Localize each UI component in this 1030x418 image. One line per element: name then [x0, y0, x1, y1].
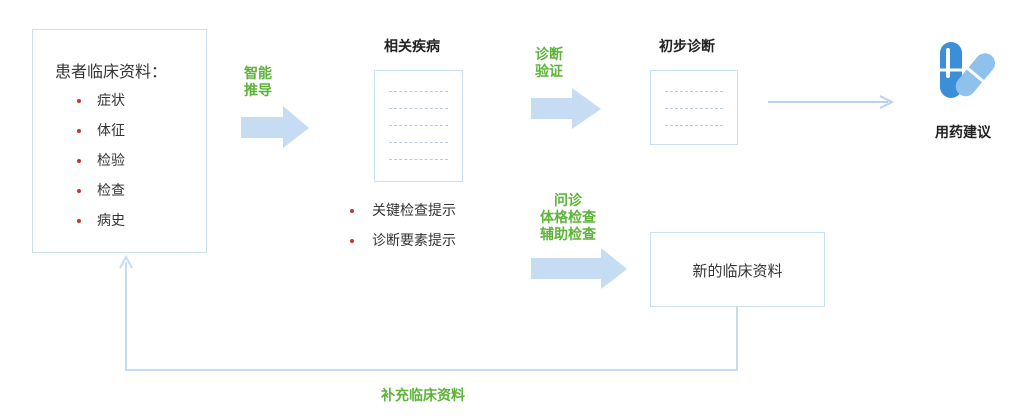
related-diseases-document [374, 70, 463, 182]
dash-line [665, 108, 723, 109]
feedback-loop-line [125, 262, 738, 371]
bullet-icon [77, 159, 81, 163]
bullet-icon [77, 219, 81, 223]
bullet-icon [77, 129, 81, 133]
related-diseases-hints: 关键检查提示 诊断要素提示 [350, 196, 456, 256]
dash-line [389, 91, 448, 92]
arrow-to-related-diseases [241, 106, 309, 148]
list-item: 诊断要素提示 [350, 226, 456, 256]
new-clinical-box: 新的临床资料 [650, 232, 825, 307]
dash-line [665, 125, 723, 126]
new-clinical-label: 新的临床资料 [692, 262, 783, 280]
dash-line [389, 142, 448, 143]
dash-line [389, 108, 448, 109]
bullet-icon [350, 239, 354, 243]
medication-label: 用药建议 [935, 125, 991, 141]
list-item: 检验 [77, 146, 125, 176]
preliminary-diagnosis-document [650, 70, 738, 145]
inquiry-exam-label: 问诊 体格检查 辅助检查 [540, 193, 596, 243]
preliminary-diagnosis-title: 初步诊断 [659, 39, 715, 55]
patient-box-title: 患者临床资料： [55, 62, 168, 81]
supplement-clinical-label: 补充临床资料 [381, 388, 465, 404]
list-item: 病史 [77, 206, 125, 236]
list-item: 症状 [77, 86, 125, 116]
related-diseases-title: 相关疾病 [384, 39, 440, 55]
bullet-icon [350, 209, 354, 213]
dash-line [389, 159, 448, 160]
arrow-to-new-clinical [531, 248, 627, 289]
diagnosis-verify-label: 诊断 验证 [535, 47, 563, 80]
bullet-icon [77, 99, 81, 103]
patient-clinical-box: 患者临床资料： 症状 体征 检验 检查 病史 [32, 29, 207, 253]
pill-icon [928, 36, 998, 106]
arrow-to-medication-head [879, 95, 895, 109]
feedback-loop-arrowhead [119, 254, 133, 269]
list-item: 关键检查提示 [350, 196, 456, 226]
patient-items-list: 症状 体征 检验 检查 病史 [77, 86, 125, 236]
smart-reasoning-label: 智能 推导 [244, 66, 272, 99]
dash-line [665, 91, 723, 92]
list-item: 检查 [77, 176, 125, 206]
list-item: 体征 [77, 116, 125, 146]
arrow-to-preliminary-diagnosis [531, 88, 601, 129]
pill-icon-graphic [940, 42, 995, 98]
dash-line [389, 125, 448, 126]
bullet-icon [77, 189, 81, 193]
